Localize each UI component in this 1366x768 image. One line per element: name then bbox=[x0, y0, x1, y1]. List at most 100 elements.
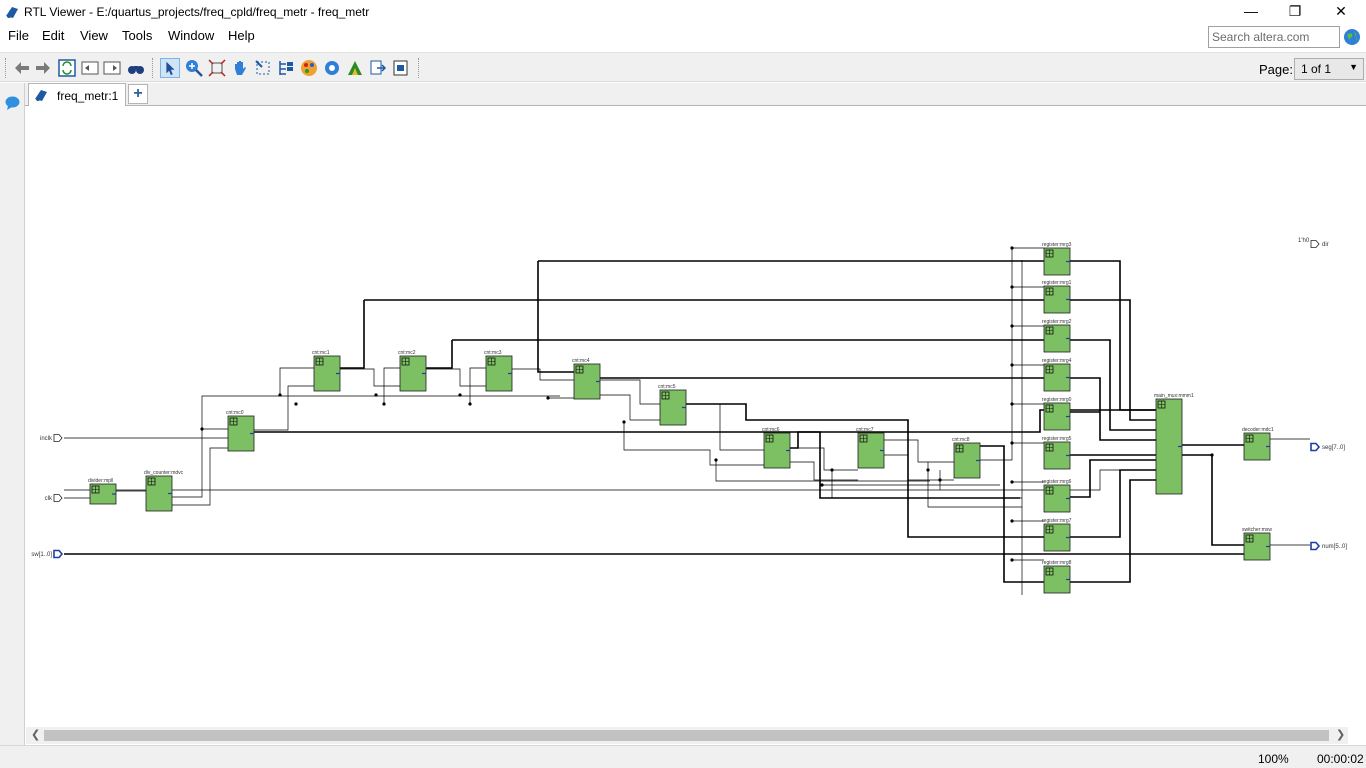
block-hierarchy-icon bbox=[1046, 327, 1053, 334]
status-time: 00:00:02 bbox=[1317, 752, 1364, 766]
color-icon[interactable] bbox=[299, 58, 319, 78]
wire bbox=[790, 409, 1156, 449]
toolbar-separator bbox=[418, 58, 419, 78]
page-select[interactable]: 1 of 1 ▼ bbox=[1294, 58, 1364, 80]
close-button[interactable]: ✕ bbox=[1335, 3, 1347, 19]
zoom-icon[interactable] bbox=[184, 58, 204, 78]
junction-dot bbox=[382, 402, 386, 406]
scrollbar-thumb[interactable] bbox=[44, 730, 1329, 741]
wire bbox=[623, 422, 764, 466]
wire bbox=[1211, 455, 1244, 546]
junction-dot bbox=[1010, 285, 1014, 289]
page-select-value: 1 of 1 bbox=[1301, 62, 1332, 76]
menu-file[interactable]: File bbox=[8, 28, 29, 43]
block-reg6 bbox=[1043, 484, 1071, 513]
globe-icon[interactable] bbox=[1343, 28, 1361, 46]
block-label: register:mrg3 bbox=[1042, 242, 1072, 248]
chat-bubble-icon[interactable] bbox=[4, 95, 21, 112]
collapse-icon[interactable] bbox=[80, 58, 100, 78]
back-icon[interactable] bbox=[12, 58, 32, 78]
block-hierarchy-icon bbox=[1046, 444, 1053, 451]
junction-dot bbox=[1010, 558, 1014, 562]
junction-dot bbox=[622, 420, 626, 424]
block-mux bbox=[1155, 398, 1183, 495]
junction-dot bbox=[200, 427, 204, 431]
export-icon[interactable] bbox=[368, 58, 388, 78]
wire bbox=[364, 299, 1156, 421]
wire bbox=[340, 300, 365, 369]
print-icon[interactable] bbox=[391, 58, 411, 78]
menu-help[interactable]: Help bbox=[228, 28, 255, 43]
wire bbox=[426, 340, 453, 369]
minimize-button[interactable]: — bbox=[1244, 3, 1258, 19]
schematic-svg[interactable]: divider:mplldiv_counter:mdvccnt:mc0cnt:m… bbox=[26, 107, 1366, 727]
block-reg7 bbox=[1043, 523, 1071, 552]
block-label: divider:mpll bbox=[88, 478, 113, 484]
input-clk-label: clk bbox=[45, 496, 53, 502]
input-inclk-label: inclk bbox=[40, 436, 53, 442]
scroll-left-icon[interactable]: ❮ bbox=[31, 729, 41, 741]
block-label: cnt:mc6 bbox=[762, 427, 780, 433]
wire bbox=[686, 403, 1156, 538]
junction-dot bbox=[1010, 363, 1014, 367]
junction-dot bbox=[1010, 480, 1014, 484]
menu-view[interactable]: View bbox=[80, 28, 108, 43]
menu-tools[interactable]: Tools bbox=[122, 28, 153, 43]
block-hierarchy-icon bbox=[1046, 250, 1053, 257]
junction-dot bbox=[938, 478, 942, 482]
expand-icon[interactable] bbox=[102, 58, 122, 78]
menu-edit[interactable]: Edit bbox=[42, 28, 65, 43]
wire bbox=[172, 395, 560, 498]
output-seg-label: seg[7..0] bbox=[1322, 445, 1345, 451]
block-reg5 bbox=[1043, 441, 1071, 470]
netlist-icon[interactable] bbox=[345, 58, 365, 78]
select-icon[interactable] bbox=[160, 58, 180, 78]
junction-dot bbox=[1010, 441, 1014, 445]
constant-label: 1'h0 bbox=[1298, 238, 1310, 244]
block-hierarchy-icon bbox=[316, 358, 323, 365]
block-cnt7 bbox=[857, 432, 885, 469]
block-hierarchy-icon bbox=[1046, 288, 1053, 295]
block-hierarchy-icon bbox=[956, 445, 963, 452]
hand-icon[interactable] bbox=[230, 58, 250, 78]
wire bbox=[884, 454, 954, 481]
junction-dot bbox=[458, 393, 462, 397]
scroll-right-icon[interactable]: ❯ bbox=[1336, 729, 1346, 741]
input-sw-port-icon bbox=[53, 549, 64, 559]
junction-dot bbox=[294, 402, 298, 406]
wire bbox=[537, 261, 600, 373]
maximize-button[interactable]: ❐ bbox=[1288, 3, 1302, 19]
add-tab-button[interactable]: + bbox=[128, 84, 148, 104]
wire bbox=[600, 379, 660, 405]
wire bbox=[790, 461, 858, 481]
junction-dot bbox=[714, 458, 718, 462]
wire bbox=[254, 431, 1020, 499]
horizontal-scrollbar[interactable]: ❮ ❯ bbox=[26, 727, 1348, 744]
tab-freq-metr[interactable]: freq_metr:1 bbox=[28, 83, 126, 106]
search-input[interactable]: Search altera.com bbox=[1208, 26, 1340, 48]
input-clk-port-icon bbox=[53, 494, 63, 502]
settings-icon[interactable] bbox=[322, 58, 342, 78]
input-sw-label: sw[1..0] bbox=[31, 552, 52, 558]
wire bbox=[469, 367, 486, 404]
block-hierarchy-icon bbox=[1246, 435, 1253, 442]
block-label: register:mrg6 bbox=[1042, 479, 1072, 485]
forward-icon[interactable] bbox=[33, 58, 53, 78]
output-num-port-icon bbox=[1310, 541, 1321, 551]
block-label: register:mrg4 bbox=[1042, 358, 1072, 364]
hierarchy-icon[interactable] bbox=[276, 58, 296, 78]
find-icon[interactable] bbox=[126, 58, 146, 78]
menu-window[interactable]: Window bbox=[168, 28, 215, 43]
wire bbox=[1070, 459, 1156, 498]
block-hierarchy-icon bbox=[860, 435, 867, 442]
refresh-icon[interactable] bbox=[57, 58, 77, 78]
side-panel-strip bbox=[0, 83, 25, 745]
block-reg4 bbox=[1043, 363, 1071, 392]
area-select-icon[interactable] bbox=[253, 58, 273, 78]
junction-dot bbox=[1010, 519, 1014, 523]
block-div-counter bbox=[145, 475, 173, 512]
block-hierarchy-icon bbox=[1046, 568, 1053, 575]
fit-icon[interactable] bbox=[207, 58, 227, 78]
wire bbox=[512, 368, 574, 381]
